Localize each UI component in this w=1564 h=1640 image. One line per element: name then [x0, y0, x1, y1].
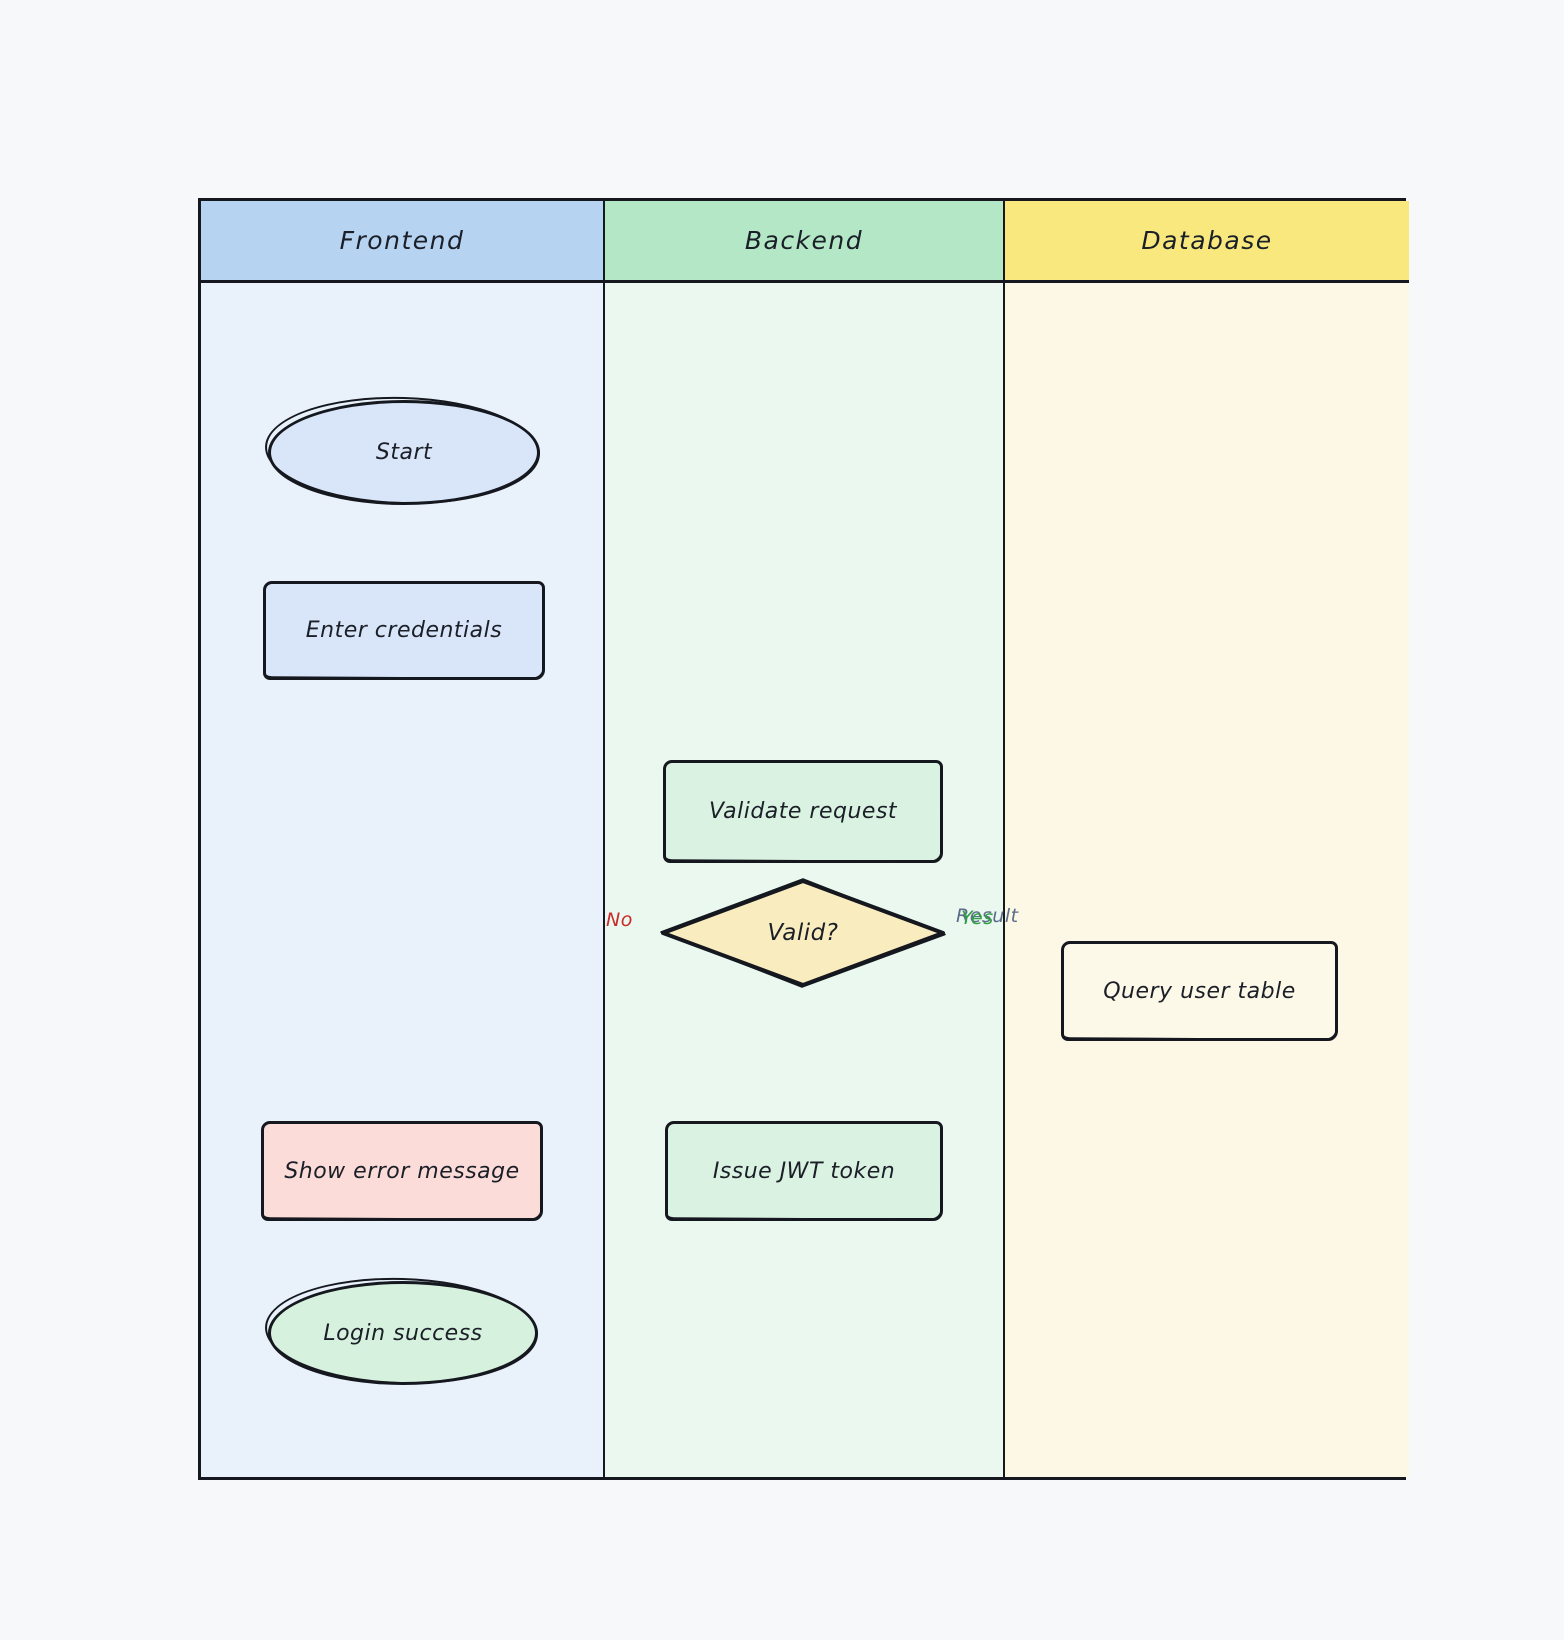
- login-success-node: Login success: [268, 1281, 538, 1385]
- node-layer: Start Enter credentials Validate request…: [201, 201, 1403, 1477]
- start-node: Start: [268, 400, 540, 505]
- lane-frontend: Frontend: [201, 201, 603, 1477]
- valid-decision-diamond: Valid?: [659, 877, 947, 989]
- edge-label-yes: Yes: [961, 907, 994, 929]
- query-user-table-node: Query user table: [1061, 941, 1338, 1041]
- validate-request-node: Validate request: [663, 760, 943, 863]
- lane-header-frontend: Frontend: [201, 201, 603, 283]
- lane-body-database: [1005, 283, 1409, 1477]
- lane-header-backend: Backend: [605, 201, 1003, 283]
- diamond-shape: [660, 878, 946, 988]
- lane-header-database: Database: [1005, 201, 1409, 283]
- edge-label-no: No: [606, 909, 633, 931]
- valid-decision-label: Valid?: [767, 920, 839, 946]
- edge-label-result: Result: [956, 905, 1019, 927]
- enter-credentials-node: Enter credentials: [263, 581, 545, 680]
- show-error-message-node: Show error message: [261, 1121, 543, 1221]
- lane-database: Database: [1003, 201, 1409, 1477]
- issue-jwt-token-node: Issue JWT token: [665, 1121, 943, 1221]
- swimlane-diagram: Frontend Backend Database Start Enter cr…: [198, 198, 1409, 1480]
